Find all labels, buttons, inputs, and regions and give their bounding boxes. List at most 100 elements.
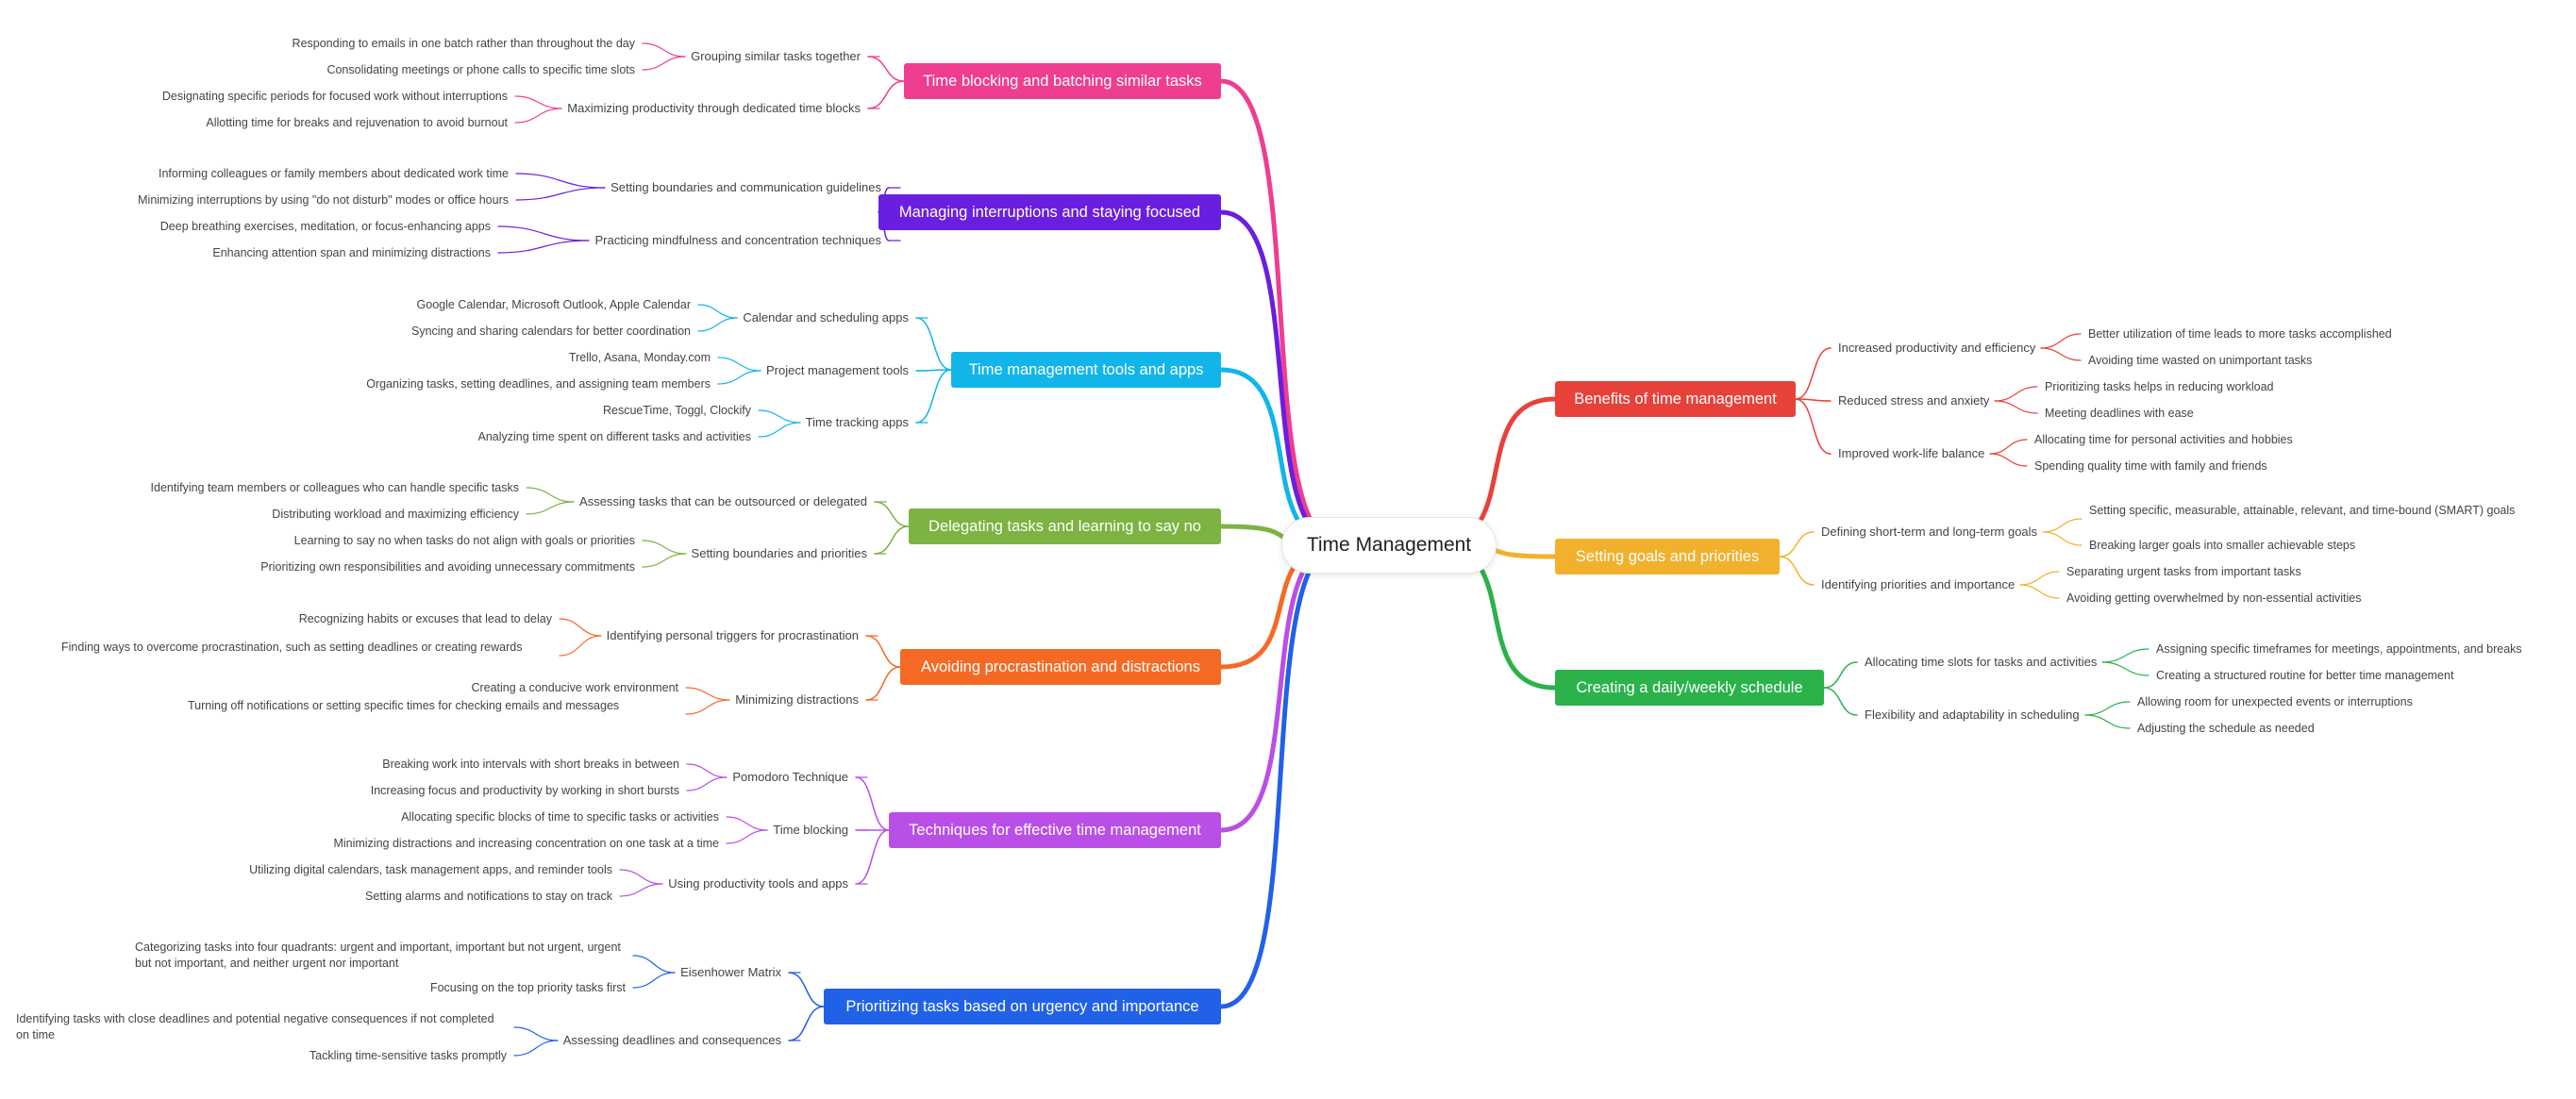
subtopic[interactable]: Calendar and scheduling apps [743,310,909,325]
sub-leaf-link [619,883,663,897]
leaf-topic[interactable]: Avoiding getting overwhelmed by non-esse… [2066,591,2362,605]
branch-sub-link [1823,661,1858,689]
leaf-topic[interactable]: Prioritizing tasks helps in reducing wor… [2045,380,2274,393]
leaf-topic[interactable]: Responding to emails in one batch rather… [292,37,635,50]
leaf-topic[interactable]: Allocating time for personal activities … [2034,433,2293,446]
leaf-topic[interactable]: Setting alarms and notifications to stay… [365,890,612,903]
branch-topic[interactable]: Benefits of time management [1555,381,1796,417]
subtopic[interactable]: Allocating time slots for tasks and acti… [1865,655,2098,669]
subtopic[interactable]: Setting boundaries and priorities [691,546,867,560]
leaf-topic[interactable]: Allotting time for breaks and rejuvenati… [206,116,508,129]
leaf-topic[interactable]: Recognizing habits or excuses that lead … [298,612,552,625]
leaf-topic[interactable]: Meeting deadlines with ease [2045,407,2194,420]
leaf-topic[interactable]: Syncing and sharing calendars for better… [410,325,691,338]
sub-leaf-link [514,108,562,124]
branch-topic[interactable]: Avoiding procrastination and distraction… [900,649,1221,685]
branch-topic[interactable]: Time management tools and apps [951,352,1221,388]
branch-topic[interactable]: Setting goals and priorities [1555,539,1780,574]
root-topic[interactable]: Time Management [1281,517,1497,574]
branch-topic[interactable]: Time blocking and batching similar tasks [904,63,1221,99]
leaf-topic[interactable]: Identifying team members or colleagues w… [150,481,519,494]
leaf-topic[interactable]: Assigning specific timeframes for meetin… [2156,642,2522,656]
leaf-topic[interactable]: Allowing room for unexpected events or i… [2137,695,2413,708]
leaf-topic[interactable]: Prioritizing own responsibilities and av… [260,560,635,574]
root-branch-link [1218,209,1343,547]
subtopic[interactable]: Identifying priorities and importance [1821,577,2016,591]
leaf-topic[interactable]: Analyzing time spent on different tasks … [477,430,751,443]
subtopic[interactable]: Time tracking apps [805,415,909,429]
leaf-topic[interactable]: Organizing tasks, setting deadlines, and… [366,377,711,391]
subtopic[interactable]: Practicing mindfulness and concentration… [594,233,881,247]
leaf-topic[interactable]: Designating specific periods for focused… [161,90,508,103]
leaf-topic[interactable]: Distributing workload and maximizing eff… [272,508,519,521]
branch-topic[interactable]: Delegating tasks and learning to say no [909,508,1221,544]
leaf-topic[interactable]: Allocating specific blocks of time to sp… [401,810,719,824]
leaf-topic[interactable]: Informing colleagues or family members a… [158,167,509,180]
sub-leaf-link [685,699,730,715]
subtopic[interactable]: Using productivity tools and apps [668,876,848,891]
sub-leaf-link [497,240,590,254]
subtopic[interactable]: Improved work-life balance [1838,446,1985,460]
subtopic[interactable]: Eisenhower Matrix [680,965,781,979]
subtopic[interactable]: Assessing deadlines and consequences [562,1033,781,1047]
sub-leaf-link [559,635,602,657]
leaf-topic[interactable]: RescueTime, Toggl, Clockify [602,404,751,417]
leaf-topic[interactable]: Minimizing distractions and increasing c… [333,837,719,850]
branch-topic[interactable]: Managing interruptions and staying focus… [878,194,1221,230]
leaf-topic[interactable]: Utilizing digital calendars, task manage… [249,863,612,876]
subtopic[interactable]: Flexibility and adaptability in scheduli… [1865,708,2080,722]
branch-sub-link [1795,347,1832,400]
leaf-topic[interactable]: Enhancing attention span and minimizing … [212,246,491,259]
leaf-topic[interactable]: Better utilization of time leads to more… [2088,327,2392,341]
leaf-topic[interactable]: Focusing on the top priority tasks first [429,981,626,994]
leaf-topic[interactable]: Finding ways to overcome procrastination… [61,641,523,654]
sub-leaf-link [642,42,686,58]
subtopic[interactable]: Reduced stress and anxiety [1838,393,1990,408]
leaf-topic[interactable]: Minimizing interruptions by using "do no… [138,193,509,207]
subtopic[interactable]: Defining short-term and long-term goals [1821,525,2038,539]
branch-topic[interactable]: Creating a daily/weekly schedule [1555,670,1824,706]
subtopic[interactable]: Maximizing productivity through dedicate… [567,101,861,115]
leaf-topic[interactable]: Avoiding time wasted on unimportant task… [2088,354,2313,367]
leaf-topic[interactable]: Tackling time-sensitive tasks promptly [309,1049,507,1062]
leaf-topic[interactable]: Consolidating meetings or phone calls to… [326,63,635,76]
subtopic[interactable]: Time blocking [773,823,848,837]
leaf-topic[interactable]: Setting specific, measurable, attainable… [2089,504,2516,517]
subtopic[interactable]: Identifying personal triggers for procra… [606,628,859,642]
branch-topic[interactable]: Techniques for effective time management [889,812,1221,848]
branch-sub-link [1779,556,1815,586]
branch-sub-link [867,80,905,109]
leaf-topic[interactable]: Separating urgent tasks from important t… [2066,565,2301,578]
leaf-topic[interactable]: Breaking larger goals into smaller achie… [2089,539,2356,552]
leaf-topic[interactable]: Turning off notifications or setting spe… [188,699,620,712]
leaf-topic[interactable]: Categorizing tasks into four quadrants: … [135,941,621,970]
branch-topic[interactable]: Prioritizing tasks based on urgency and … [824,989,1221,1024]
sub-leaf-link [632,955,676,974]
subtopic[interactable]: Increased productivity and efficiency [1838,341,2036,355]
leaf-topic[interactable]: Creating a conducive work environment [471,681,678,694]
subtopic[interactable]: Pomodoro Technique [732,770,848,784]
branch-sub-link [874,501,910,527]
sub-leaf-link [2042,518,2083,533]
branch-sub-link [867,56,905,82]
leaf-topic[interactable]: Adjusting the schedule as needed [2137,722,2315,735]
leaf-topic[interactable]: Google Calendar, Microsoft Outlook, Appl… [416,298,691,311]
leaf-topic[interactable]: Increasing focus and productivity by wor… [370,784,679,797]
subtopic[interactable]: Grouping similar tasks together [691,49,861,63]
subtopic[interactable]: Project management tools [765,363,909,377]
sub-leaf-link [632,972,676,989]
leaf-topic[interactable]: Identifying tasks with close deadlines a… [16,1012,494,1041]
subtopic[interactable]: Assessing tasks that can be outsourced o… [579,494,867,508]
subtopic[interactable]: Minimizing distractions [735,692,859,707]
leaf-topic[interactable]: Spending quality time with family and fr… [2034,459,2267,473]
leaf-topic[interactable]: Breaking work into intervals with short … [382,758,679,771]
sub-leaf-link [758,409,801,424]
sub-leaf-link [2040,347,2082,361]
leaf-topic[interactable]: Learning to say no when tasks do not ali… [293,534,635,547]
sub-leaf-link [515,173,606,189]
leaf-topic[interactable]: Deep breathing exercises, meditation, or… [159,220,491,233]
leaf-topic[interactable]: Trello, Asana, Monday.com [568,351,711,364]
subtopic[interactable]: Setting boundaries and communication gui… [611,180,881,194]
leaf-topic[interactable]: Creating a structured routine for better… [2156,669,2454,682]
